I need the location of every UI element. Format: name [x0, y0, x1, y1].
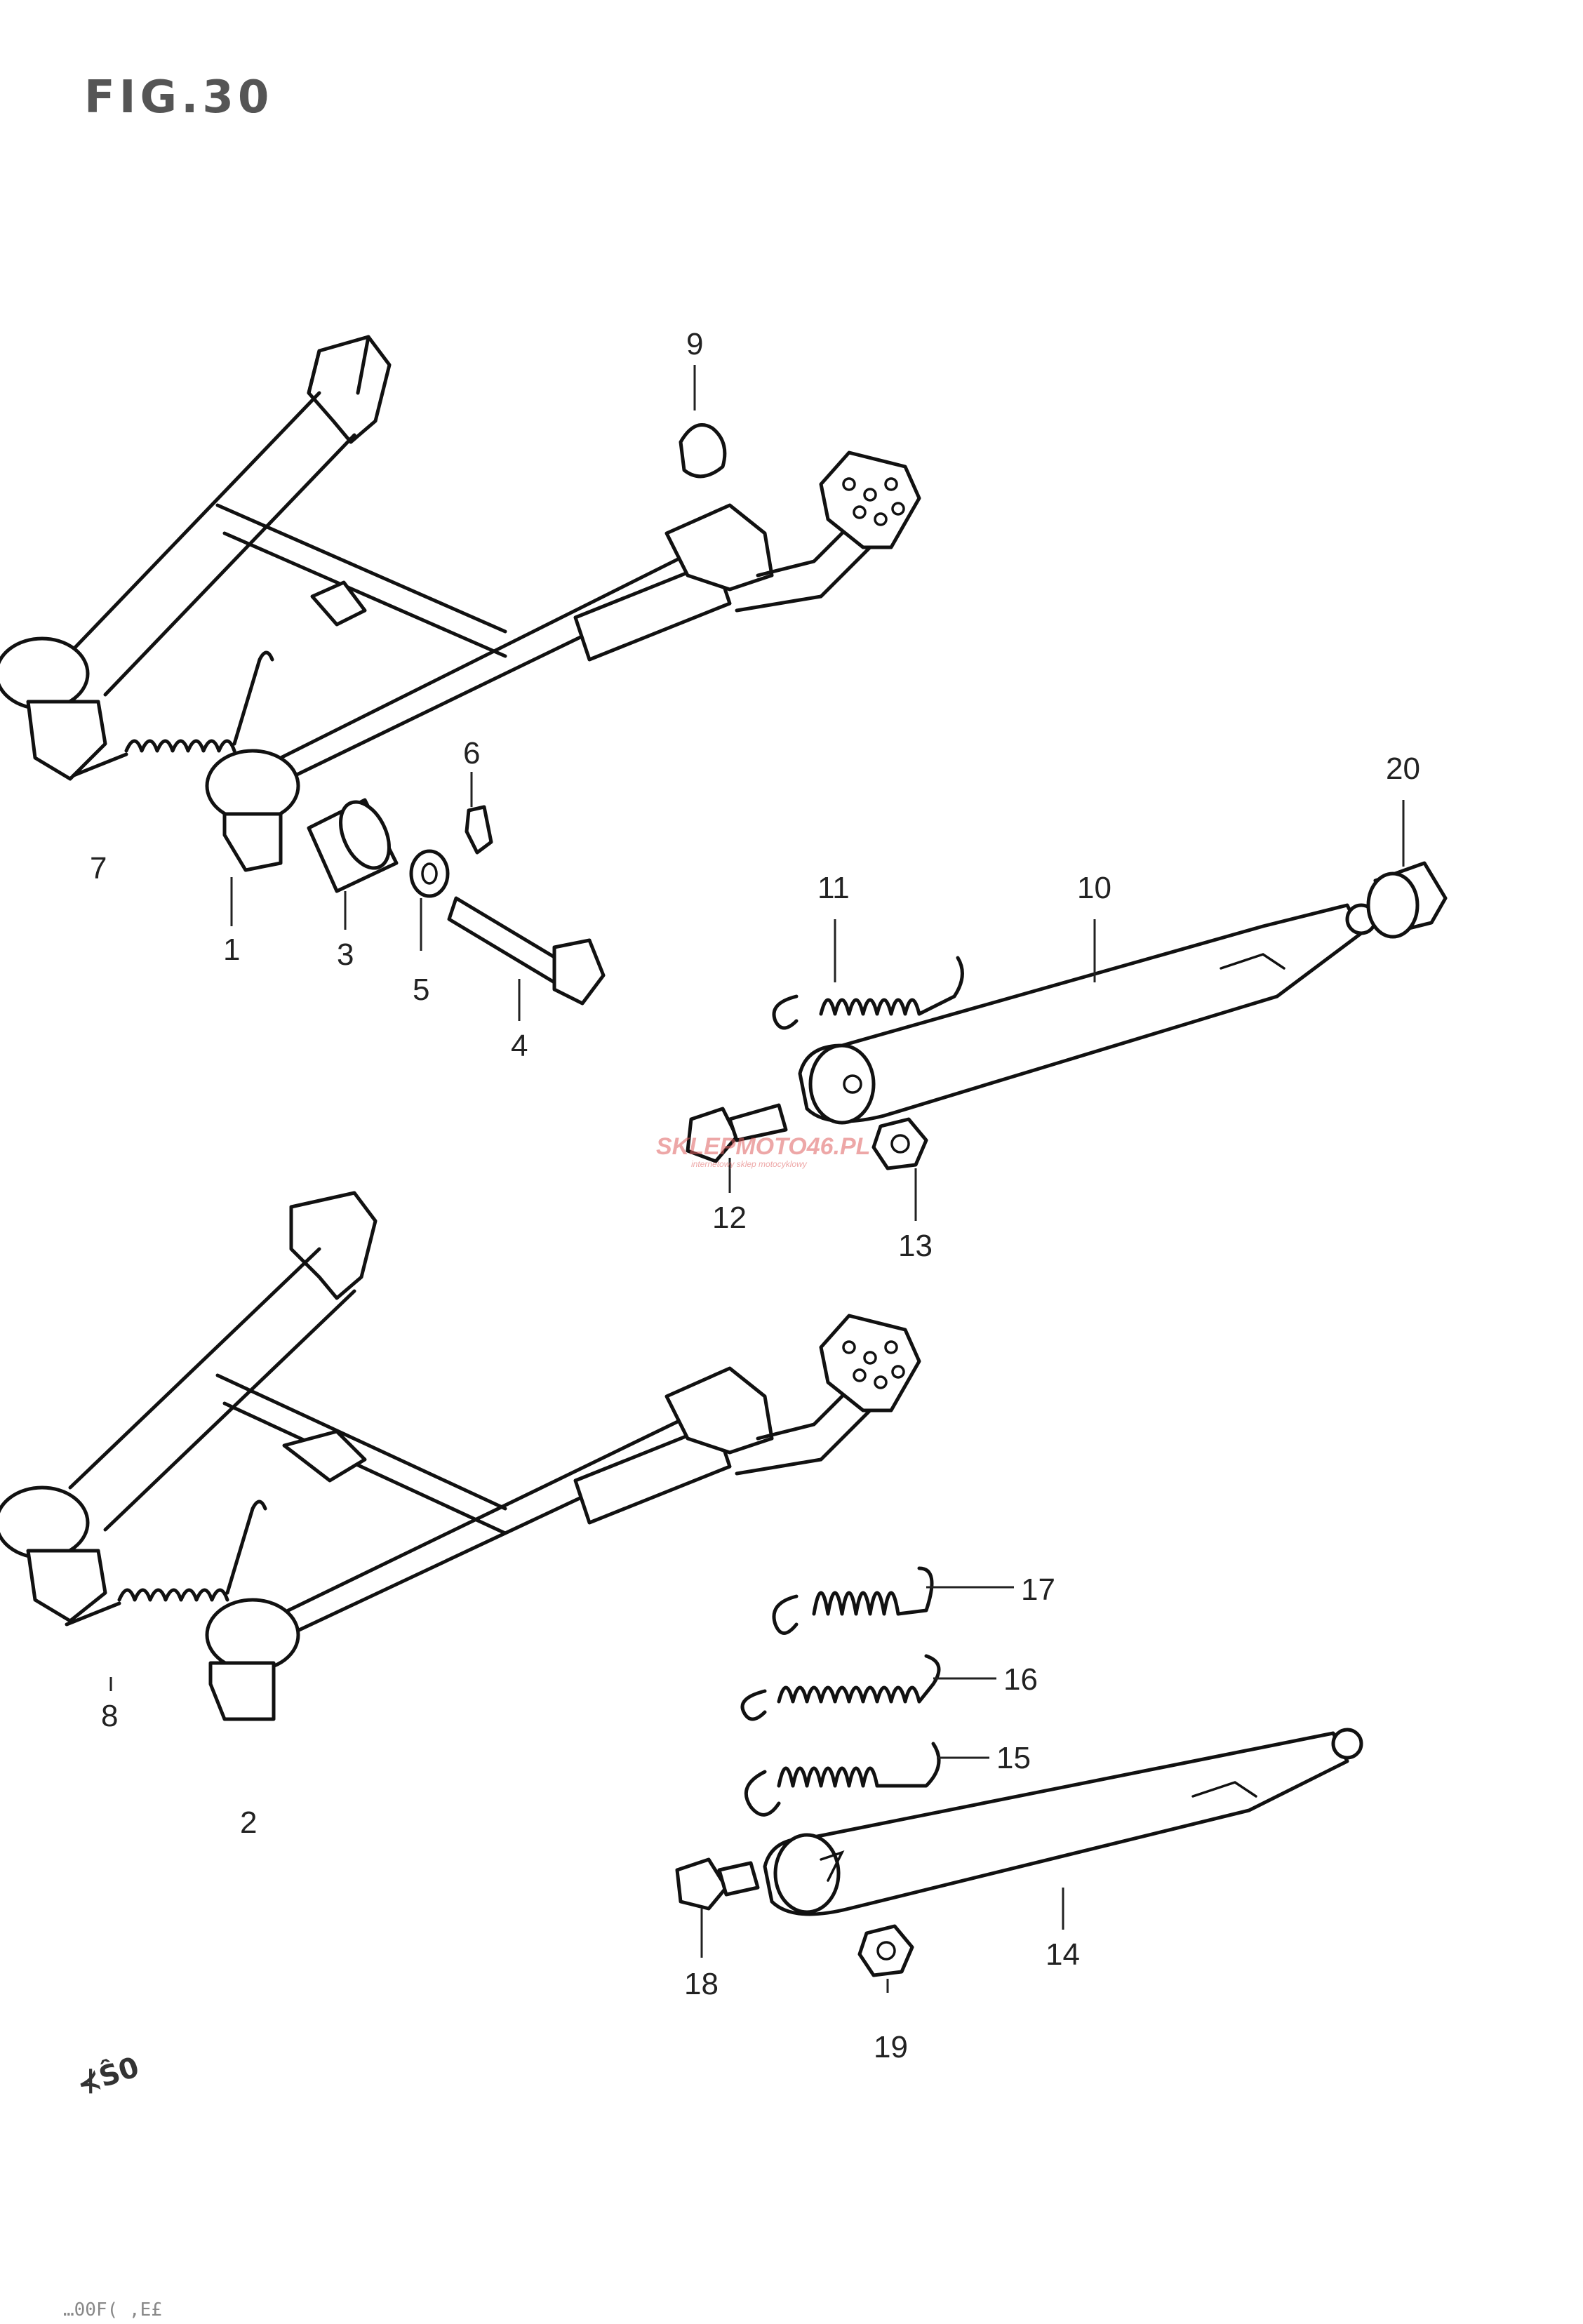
callout-7: 7 — [90, 851, 107, 886]
watermark: SKLEPMOTO46.PL internetowy sklep motocyk… — [656, 1133, 870, 1169]
bolt-18 — [675, 1857, 760, 1911]
callout-6: 6 — [463, 736, 480, 770]
callout-15: 15 — [996, 1741, 1031, 1775]
callout-9: 9 — [686, 327, 703, 361]
figure-title: FIG.30 — [84, 72, 273, 123]
pedal-lower — [819, 1314, 921, 1413]
callout-5: 5 — [413, 973, 429, 1007]
callout-12: 12 — [712, 1201, 747, 1235]
callout-4: 4 — [511, 1029, 528, 1063]
spring-11 — [772, 956, 964, 1030]
callout-1: 1 — [223, 933, 240, 967]
callout-16: 16 — [1003, 1662, 1038, 1697]
rubber-9 — [679, 423, 727, 479]
nut-19 — [857, 1924, 914, 1977]
spring-7 — [72, 650, 274, 777]
spring-8 — [65, 1500, 267, 1627]
bolt-12 — [686, 1103, 788, 1163]
callout-14: 14 — [1046, 1937, 1080, 1972]
callout-8: 8 — [101, 1699, 118, 1733]
washer-5 — [409, 849, 450, 898]
side-stand-lower — [763, 1728, 1363, 1916]
callout-2: 2 — [240, 1805, 257, 1840]
callout-labels: 1 2 3 4 5 6 7 8 9 10 11 12 13 14 15 16 1… — [90, 327, 1420, 2064]
callout-18: 18 — [684, 1967, 719, 2001]
spring-17 — [772, 1566, 934, 1635]
spring-15 — [744, 1742, 941, 1817]
callout-17: 17 — [1021, 1572, 1055, 1607]
callout-19: 19 — [874, 2030, 908, 2064]
footer-code: …00F( ,E£ — [63, 2299, 162, 2320]
bushing-3 — [307, 798, 399, 893]
bolt-4 — [447, 896, 606, 1006]
corner-mark: ⊀Ŝ0 — [72, 2050, 143, 2102]
side-stand-upper — [798, 903, 1377, 1125]
center-stand-upper — [0, 335, 921, 872]
center-stand-lower — [0, 1191, 921, 1721]
nut-13 — [871, 1117, 928, 1170]
callout-10: 10 — [1077, 871, 1111, 905]
rubber-20 — [1366, 861, 1448, 939]
clip-6 — [465, 805, 493, 855]
watermark-tagline: internetowy sklep motocyklowy — [691, 1159, 808, 1169]
callout-11: 11 — [817, 871, 850, 905]
pedal-upper — [819, 450, 921, 549]
callout-leaders — [109, 365, 1405, 1993]
spring-16 — [740, 1654, 941, 1721]
callout-20: 20 — [1386, 752, 1420, 786]
callout-3: 3 — [337, 937, 354, 972]
callout-13: 13 — [898, 1229, 933, 1263]
watermark-brand: SKLEPMOTO46.PL — [656, 1133, 870, 1160]
